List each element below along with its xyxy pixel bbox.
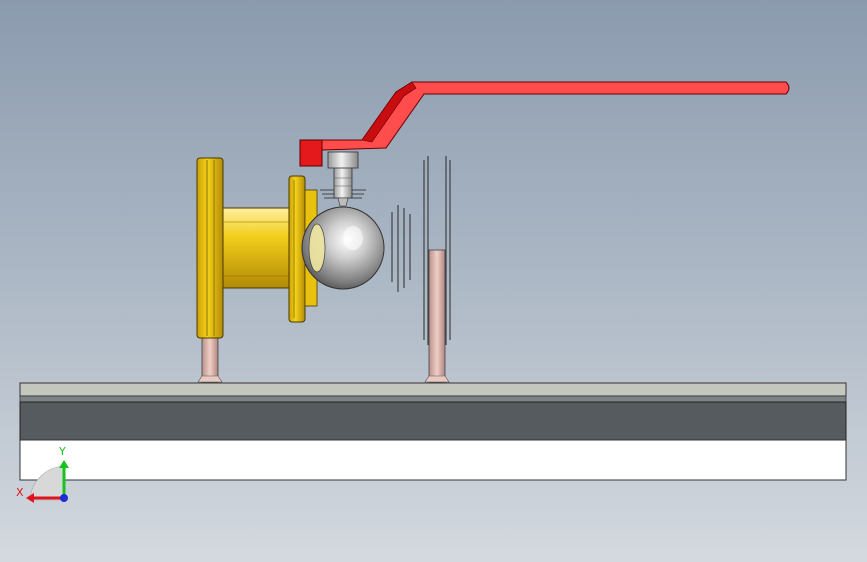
y-axis-label: Y	[58, 445, 66, 458]
base-plate-icon[interactable]	[19, 382, 847, 481]
x-axis-arrowhead	[26, 493, 34, 503]
z-axis-dot	[60, 494, 68, 502]
axis-triad: X Y	[16, 445, 69, 503]
x-axis-label: X	[16, 486, 24, 499]
stem-icon[interactable]	[320, 151, 366, 207]
handle-icon[interactable]	[299, 81, 790, 167]
support-icon[interactable]	[197, 249, 450, 383]
y-axis-arrowhead	[59, 460, 69, 468]
end-flange-icon[interactable]	[196, 157, 224, 339]
body-pipe-icon[interactable]	[222, 207, 290, 289]
ball-icon[interactable]	[301, 206, 385, 290]
seat-icon	[391, 156, 451, 345]
